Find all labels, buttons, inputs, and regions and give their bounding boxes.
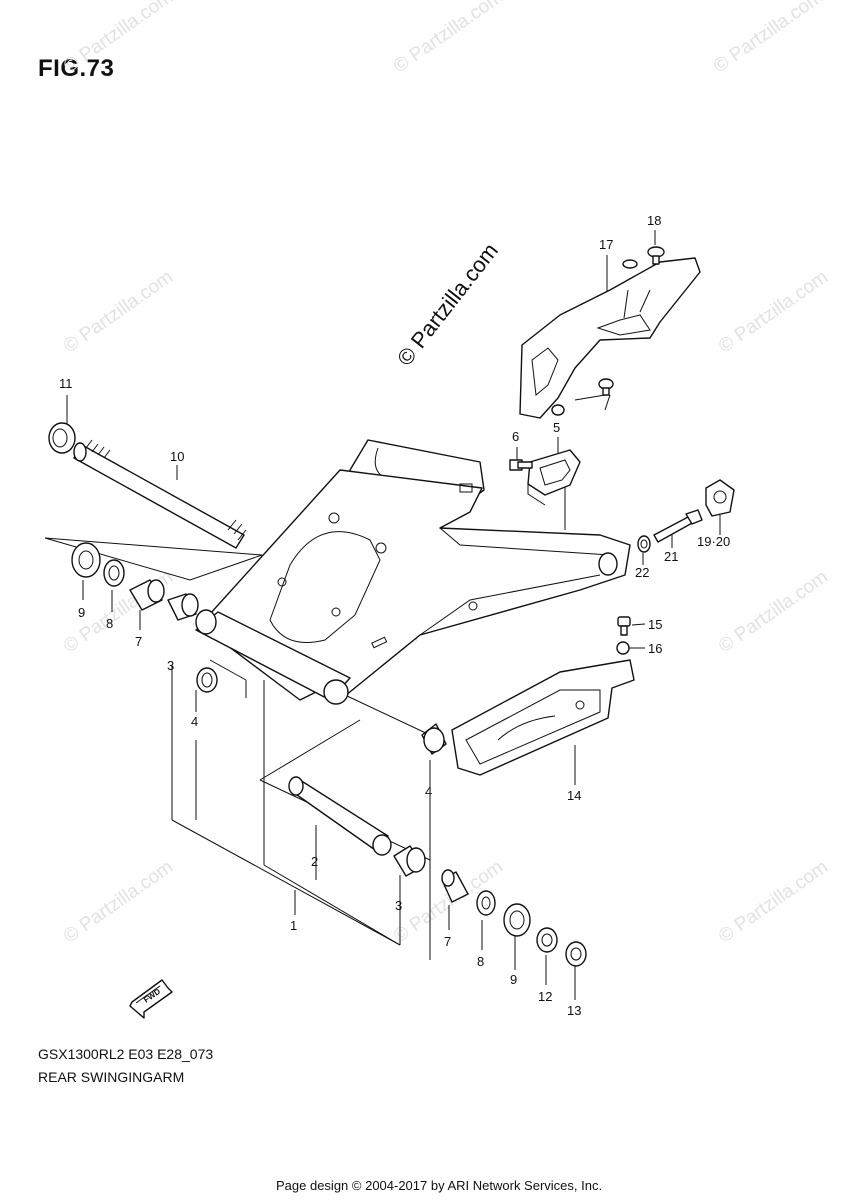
- callout-4-right: 4: [425, 784, 432, 799]
- callout-9-left: 9: [78, 605, 85, 620]
- part-11-seal: [48, 422, 76, 454]
- diagram-name: REAR SWINGINGARM: [38, 1069, 185, 1085]
- part-4-left-bearing: [196, 667, 218, 693]
- callout-9-right: 9: [510, 972, 517, 987]
- callout-19-20: 19·20: [697, 534, 730, 549]
- page-credit: Page design © 2004-2017 by ARI Network S…: [276, 1178, 603, 1193]
- part-8-left-washer: [103, 559, 125, 587]
- part-15-bolt: [617, 616, 631, 636]
- callout-8-right: 8: [477, 954, 484, 969]
- part-12-washer: [536, 927, 558, 953]
- callout-3-left: 3: [167, 658, 174, 673]
- part-5-bracket: [527, 449, 581, 506]
- callout-17: 17: [599, 237, 613, 252]
- part-18-clip: [551, 246, 665, 416]
- callout-7-left: 7: [135, 634, 142, 649]
- part-10-pivot-shaft: [73, 439, 247, 549]
- fwd-arrow-icon: FWD: [129, 979, 173, 1019]
- part-7-left-collar: [129, 579, 165, 611]
- callout-11: 11: [59, 376, 73, 391]
- model-code: GSX1300RL2 E03 E28_073: [38, 1046, 214, 1062]
- callout-5: 5: [553, 420, 560, 435]
- callout-14: 14: [567, 788, 581, 803]
- part-13-nut: [565, 941, 587, 967]
- part-8-right-washer: [476, 890, 496, 916]
- callout-3-right: 3: [395, 898, 402, 913]
- callout-6: 6: [512, 429, 519, 444]
- part-4-right-bearing: [421, 723, 447, 755]
- callout-4-left: 4: [191, 714, 198, 729]
- callout-22: 22: [635, 565, 649, 580]
- callout-1: 1: [290, 918, 297, 933]
- callout-2: 2: [311, 854, 318, 869]
- part-7-right-collar: [441, 869, 469, 903]
- part-6-bolt: [509, 459, 533, 471]
- part-1-swingarm: [195, 439, 631, 705]
- part-9-right-seal: [503, 903, 531, 937]
- callout-7-right: 7: [444, 934, 451, 949]
- part-3-left-bearing: [167, 593, 199, 621]
- callout-13: 13: [567, 1003, 581, 1018]
- callout-21: 21: [664, 549, 678, 564]
- part-22-nut: [637, 535, 651, 553]
- callout-15: 15: [648, 617, 662, 632]
- callout-18: 18: [647, 213, 661, 228]
- part-17-chain-cover: [519, 257, 701, 419]
- part-3-right-bearing: [393, 845, 426, 877]
- callout-10: 10: [170, 449, 184, 464]
- part-16-nut: [616, 641, 630, 655]
- callout-16: 16: [648, 641, 662, 656]
- part-21-adjuster-bolt: [653, 509, 703, 543]
- part-9-left-seal: [71, 542, 101, 578]
- callout-12: 12: [538, 989, 552, 1004]
- figure-title: FIG.73: [38, 55, 115, 82]
- part-14-chain-buffer: [451, 659, 635, 776]
- part-2-spacer: [288, 776, 392, 856]
- callout-8-left: 8: [106, 616, 113, 631]
- part-19-20-adjuster-block: [705, 479, 735, 517]
